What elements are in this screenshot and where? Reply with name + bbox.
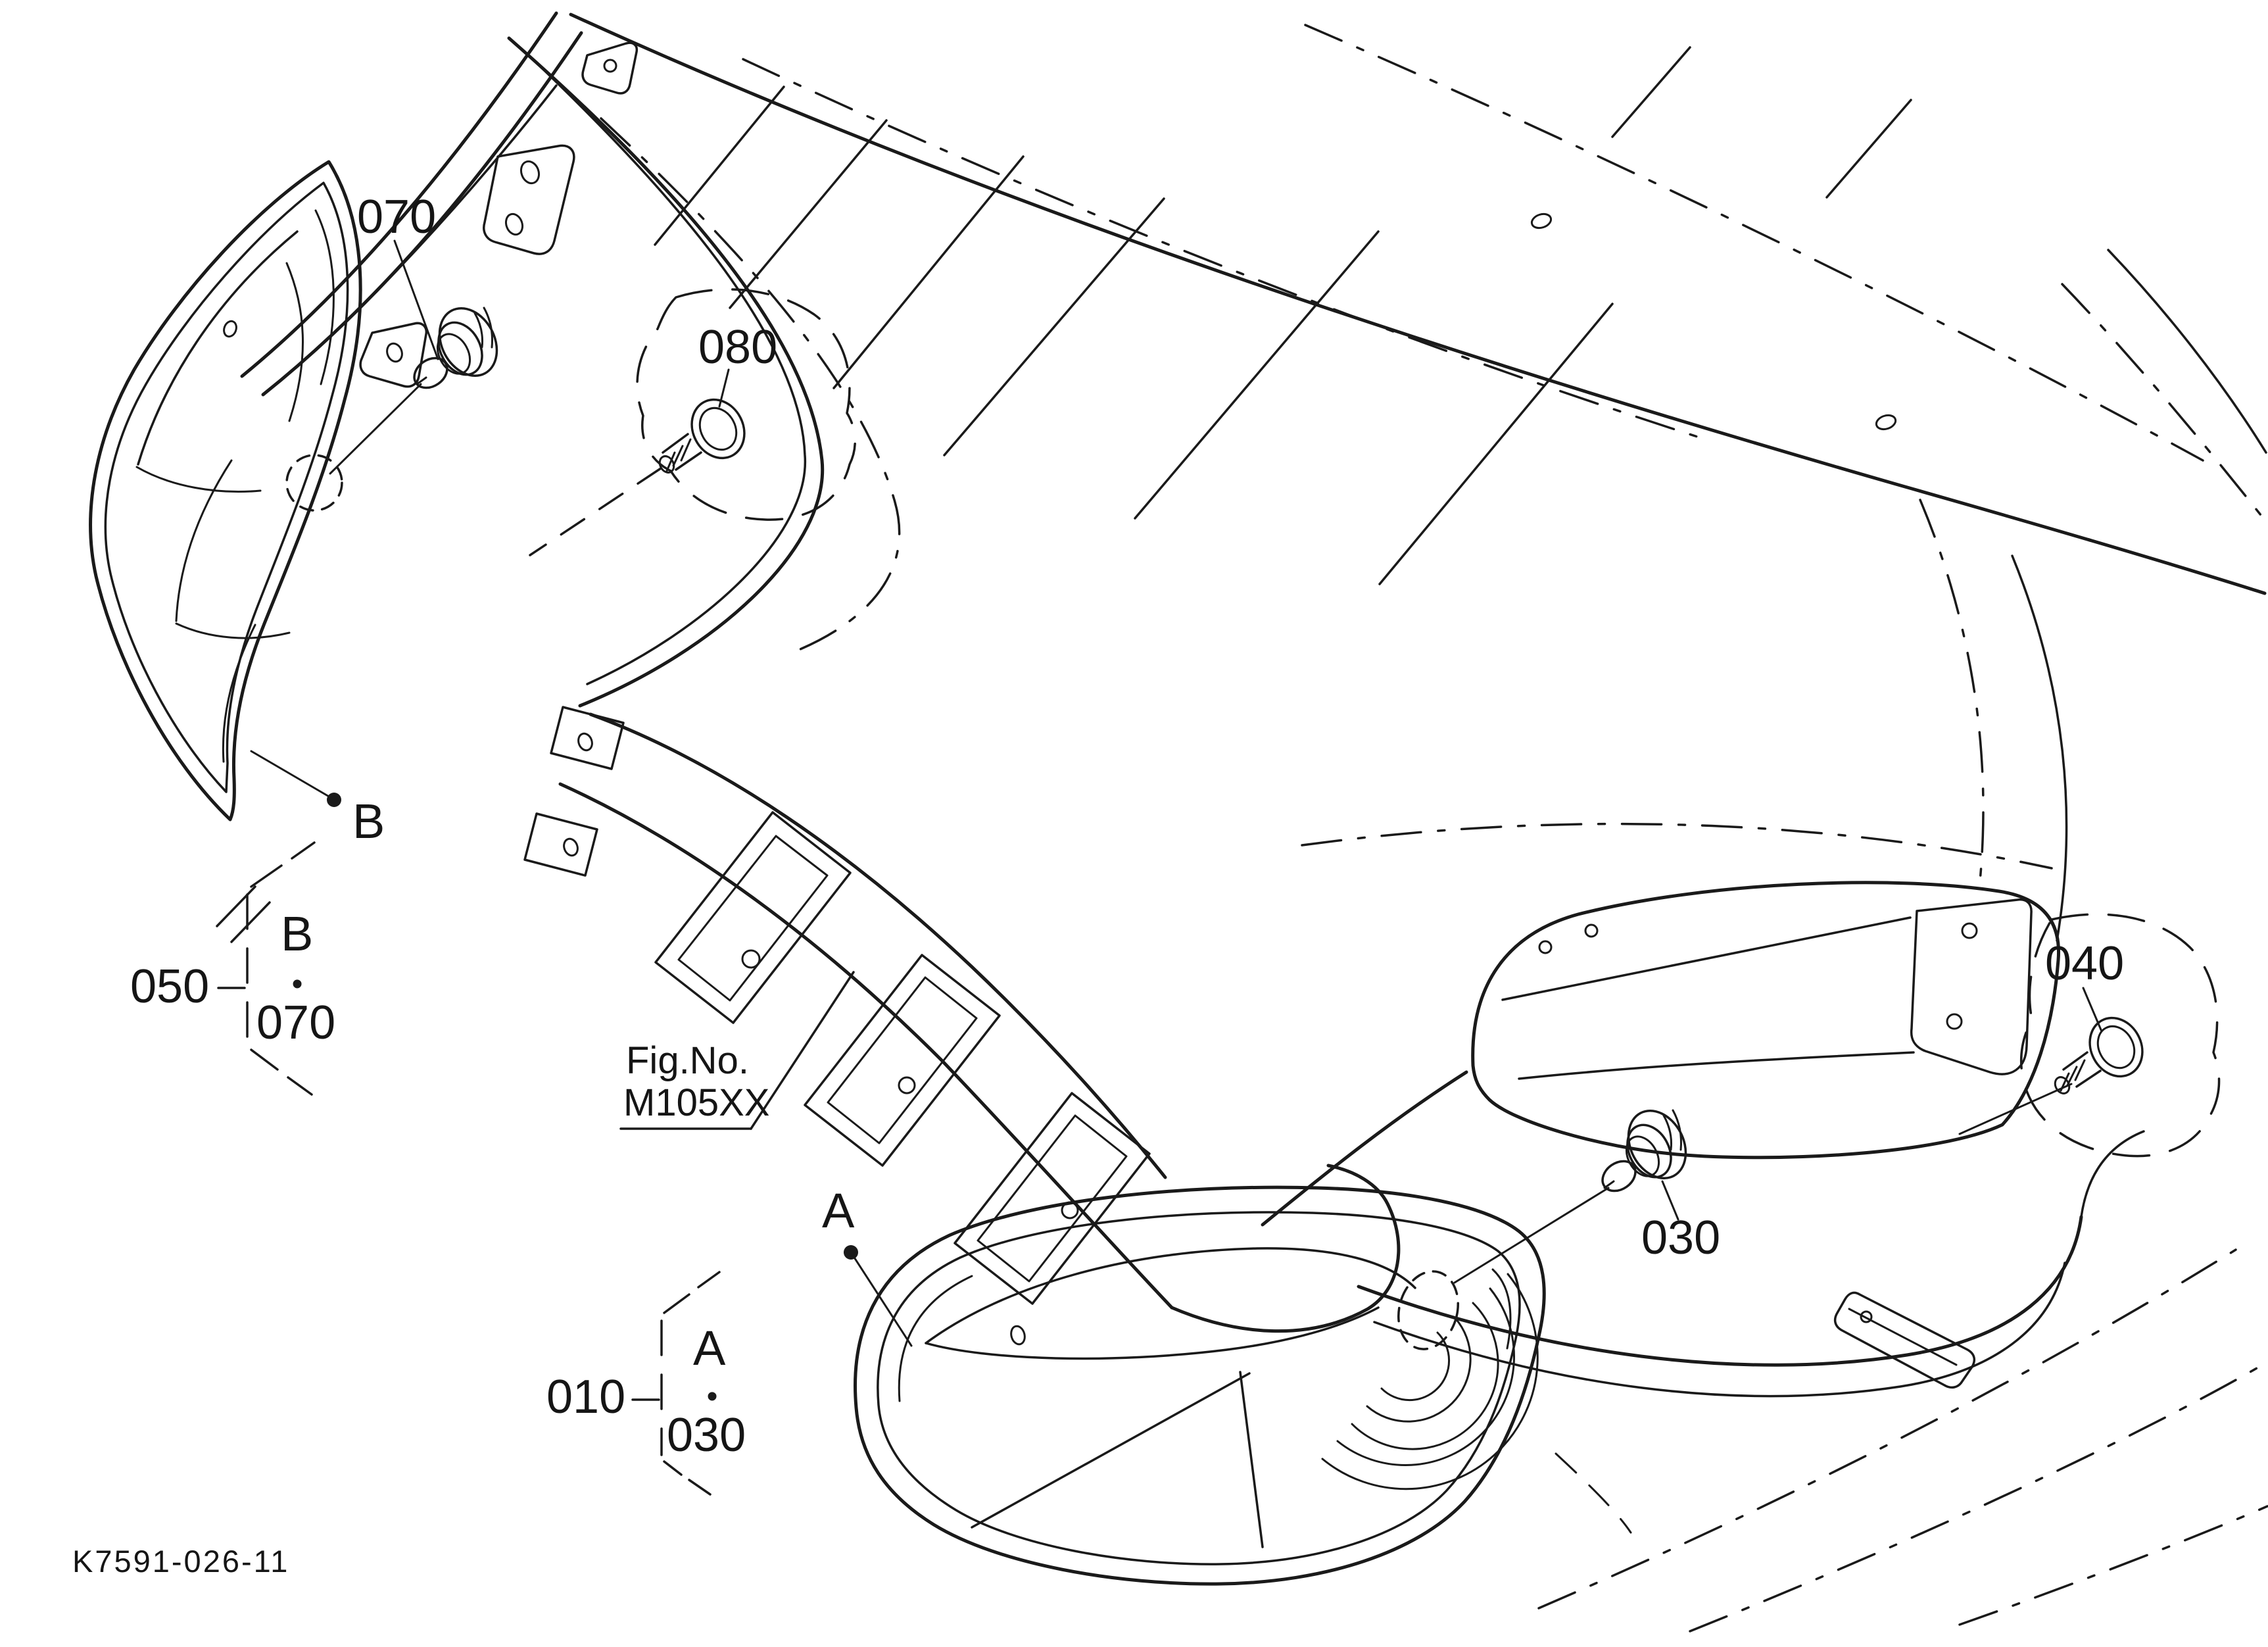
right-recess-bracket [1471, 881, 2061, 1389]
group-view-a: A [693, 1321, 726, 1375]
group-ref-010: 010 [546, 1371, 626, 1423]
view-label-b: B [352, 794, 385, 848]
bulb-socket-030-drawing [1601, 1109, 1687, 1192]
grille-stamped-panel [523, 706, 1401, 1333]
view-label-a: A [822, 1183, 855, 1238]
ref-bracket-010: • [631, 1271, 721, 1496]
view-point-a-leader [844, 1245, 913, 1347]
drawing-code: K7591-026-11 [72, 1544, 290, 1579]
part-label-080: 080 [698, 321, 778, 374]
left-hinge-brackets [359, 144, 575, 388]
ref-bracket-050: • [217, 841, 316, 1096]
screw-080-drawing [658, 398, 746, 474]
left-headlight-drawing [89, 160, 362, 943]
part-label-030: 030 [1641, 1212, 1721, 1264]
group-separator-dot-right: • [707, 1379, 718, 1414]
group-view-b: B [281, 906, 314, 961]
view-point-b-leader [250, 750, 341, 807]
group-ref-050: 050 [130, 960, 210, 1013]
fig-no-label: Fig.No. [626, 1039, 749, 1082]
group-part-030: 030 [667, 1409, 746, 1462]
part-leader-030 [1453, 1180, 1679, 1284]
part-label-040: 040 [2045, 937, 2125, 990]
group-separator-dot-left: • [292, 967, 303, 1002]
part-label-070: 070 [357, 191, 437, 243]
screw-balloon-080 [529, 288, 856, 556]
part-leader-070 [329, 239, 439, 475]
bulb-socket-070-drawing [413, 307, 498, 389]
group-part-070: 070 [256, 996, 336, 1049]
fender-lines [1357, 1130, 2268, 1633]
cowl-lines [240, 11, 639, 397]
screw-balloon-040 [1958, 913, 2221, 1158]
screw-040-drawing [2054, 1016, 2144, 1094]
hood-panel-drawing [507, 12, 2267, 1227]
fig-ref-leader [619, 971, 855, 1130]
fig-no-value: M105XX [623, 1081, 770, 1124]
right-headlight-drawing [854, 1185, 1632, 1586]
